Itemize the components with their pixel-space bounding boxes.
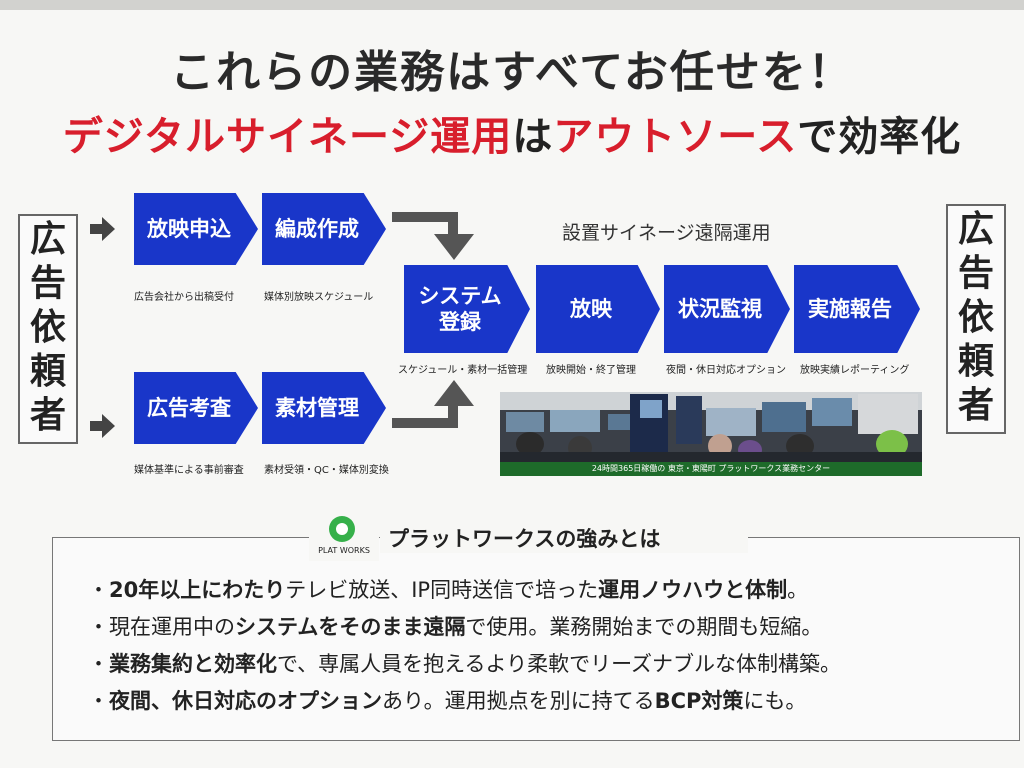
connector-up-arrow-icon <box>392 380 474 428</box>
left-client-char: 頼 <box>29 351 66 392</box>
bullet-text: あり。運用拠点を別に持てる <box>382 689 655 713</box>
strength-item: ・現在運用中のシステムをそのまま遠隔で使用。業務開始までの期間も短縮。 <box>88 611 822 641</box>
bullet-emphasis: 夜間、休日対応のオプション <box>109 689 382 713</box>
strength-item: ・夜間、休日対応のオプションあり。運用拠点を別に持てるBCP対策にも。 <box>88 685 806 715</box>
bullet-emphasis: 業務集約と効率化 <box>109 652 277 676</box>
right-client-char: 広 <box>957 209 994 250</box>
step-monitor-caption: 夜間・休日対応オプション <box>666 365 786 376</box>
page-title: これらの業務はすべてお任せを！ <box>170 47 854 98</box>
right-client-char: 頼 <box>957 341 994 382</box>
photo-caption: 24時間365日稼働の 東京・東陽町 プラットワークス業務センター <box>500 462 922 476</box>
platworks-logo: PLAT WORKS <box>309 515 379 561</box>
step-report-label: 実施報告 <box>808 297 892 321</box>
step-system-label-1: システム <box>418 284 502 308</box>
step-report: 実施報告 <box>794 265 920 353</box>
right-client-char: 者 <box>957 385 994 426</box>
bullet-text: ・ <box>88 578 109 602</box>
step-review: 広告考査 <box>134 372 258 444</box>
step-system-caption: スケジュール・素材一括管理 <box>398 365 528 376</box>
operations-room-image <box>500 392 922 462</box>
logo-mark-icon <box>329 516 355 542</box>
bullet-text: ・ <box>88 689 109 713</box>
subtitle-signage: デジタルサイネージ運用 <box>62 114 513 160</box>
step-apply: 放映申込 <box>134 193 258 265</box>
step-broadcast-label: 放映 <box>570 297 612 321</box>
bullet-text: で使用。業務開始までの期間も短縮。 <box>465 615 823 639</box>
step-system-label-2: 登録 <box>439 310 481 334</box>
step-monitor: 状況監視 <box>664 265 790 353</box>
page-subtitle: デジタルサイネージ運用はアウトソースで効率化 <box>0 104 1024 162</box>
step-broadcast-caption: 放映開始・終了管理 <box>546 365 636 376</box>
bullet-text: ・ <box>88 652 109 676</box>
step-review-label: 広告考査 <box>147 396 231 420</box>
step-material: 素材管理 <box>262 372 386 444</box>
strengths-panel <box>52 537 1020 741</box>
step-material-label: 素材管理 <box>275 396 359 420</box>
strength-item: ・20年以上にわたりテレビ放送、IP同時送信で培った運用ノウハウと体制。 <box>88 574 808 604</box>
bullet-emphasis: BCP対策 <box>654 689 744 713</box>
strengths-title: プラットワークスの強みとは <box>380 523 748 553</box>
bullet-text: にも。 <box>743 689 807 713</box>
bullet-emphasis: システムをそのまま遠隔 <box>235 615 466 639</box>
step-broadcast: 放映 <box>536 265 660 353</box>
logo-text: PLAT WORKS <box>318 546 370 555</box>
board-frame-top <box>0 0 1024 10</box>
signage-remote-caption: 設置サイネージ遠隔運用 <box>562 222 771 244</box>
arrow-right-icon <box>90 217 115 241</box>
operations-center-photo: 24時間365日稼働の 東京・東陽町 プラットワークス業務センター <box>500 392 922 476</box>
step-review-caption: 媒体基準による事前審査 <box>134 465 244 476</box>
left-client-char: 者 <box>29 395 66 436</box>
step-monitor-label: 状況監視 <box>678 297 762 321</box>
left-client-char: 告 <box>29 263 66 304</box>
step-schedule-caption: 媒体別放映スケジュール <box>264 292 374 303</box>
right-client-char: 依 <box>957 297 994 338</box>
bullet-text: ・現在運用中の <box>88 615 235 639</box>
subtitle-particle: は <box>512 114 554 160</box>
step-schedule-label: 編成作成 <box>275 217 359 241</box>
subtitle-outsource: アウトソース <box>553 114 798 160</box>
bullet-emphasis: 運用ノウハウと体制 <box>598 578 788 602</box>
step-report-caption: 放映実績レポーティング <box>800 365 910 376</box>
bullet-text: テレビ放送、IP同時送信で培った <box>285 578 599 602</box>
step-apply-label: 放映申込 <box>147 217 231 241</box>
subtitle-efficiency: で効率化 <box>797 114 962 160</box>
left-client-char: 広 <box>29 219 66 260</box>
bullet-text: 。 <box>787 578 809 602</box>
arrow-right-icon <box>90 414 115 438</box>
left-client-box: 広 告 依 頼 者 <box>18 214 78 444</box>
step-material-caption: 素材受領・QC・媒体別変換 <box>264 465 389 476</box>
right-client-box: 広 告 依 頼 者 <box>946 204 1006 434</box>
left-client-char: 依 <box>29 307 66 348</box>
step-apply-caption: 広告会社から出稿受付 <box>134 292 234 303</box>
step-schedule: 編成作成 <box>262 193 386 265</box>
bullet-emphasis: 20年以上にわたり <box>109 578 286 602</box>
bullet-text: で、専属人員を抱えるより柔軟でリーズナブルな体制構築。 <box>277 652 842 676</box>
right-client-char: 告 <box>957 253 994 294</box>
step-system: システム 登録 <box>404 265 530 353</box>
strength-item: ・業務集約と効率化で、専属人員を抱えるより柔軟でリーズナブルな体制構築。 <box>88 648 841 678</box>
connector-down-arrow-icon <box>392 212 474 260</box>
